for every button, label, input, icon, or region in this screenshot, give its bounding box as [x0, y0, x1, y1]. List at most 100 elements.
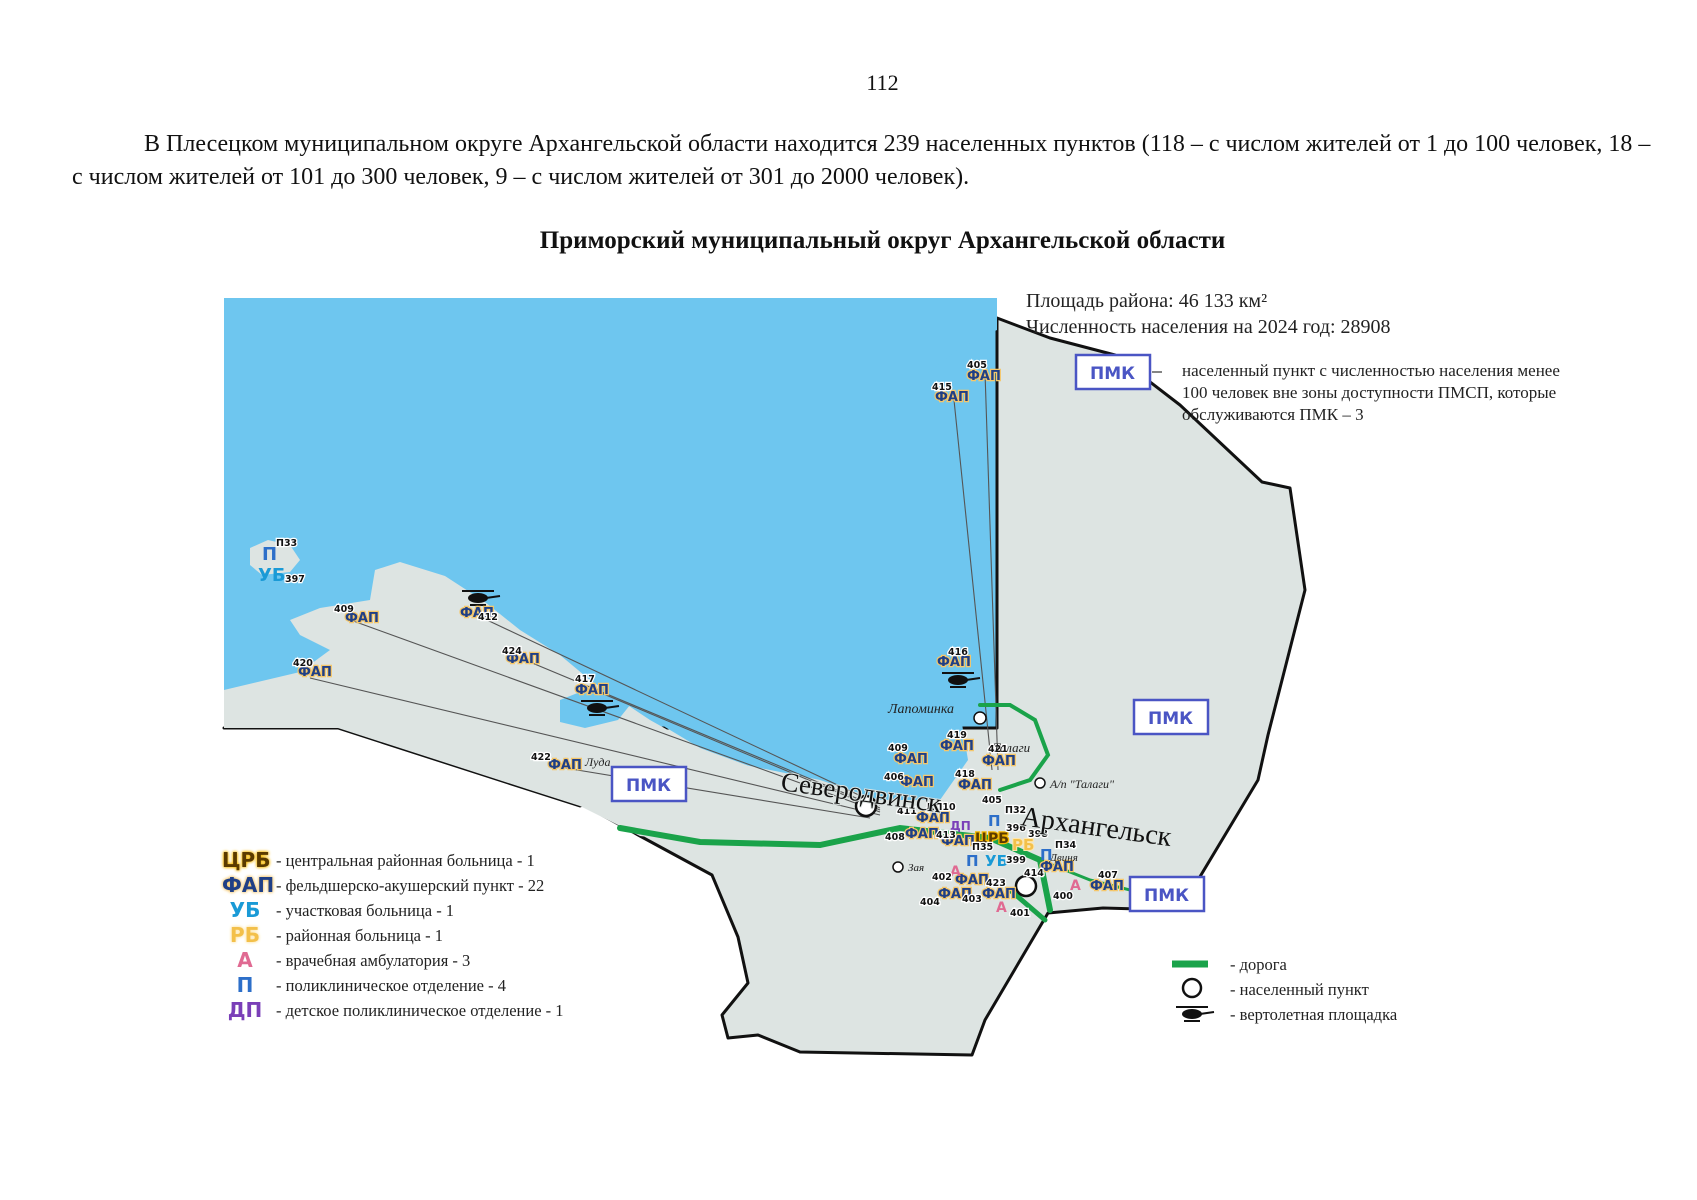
num-406: 406 — [884, 772, 904, 783]
num-409: 409 — [888, 743, 908, 754]
fap-403-label: ФАП — [982, 887, 1016, 902]
svg-text:ПМК: ПМК — [626, 776, 671, 796]
fap-418-label: ФАП — [958, 778, 992, 793]
map-legend-right: - дорога - населенный пункт - вертолетна… — [1170, 952, 1397, 1027]
num-p33: П33 — [276, 538, 297, 549]
helicopter-icon — [942, 672, 981, 688]
num-397: 397 — [285, 574, 305, 585]
svg-text:ПМК: ПМК — [1144, 886, 1189, 906]
legend-symbol: ЦРБ — [222, 848, 271, 872]
num-421: 421 — [988, 744, 1008, 755]
num-p35: П35 — [972, 842, 993, 853]
helicopter-icon — [581, 700, 620, 716]
num-p34: П34 — [1055, 840, 1077, 851]
pmk-legend-text: населенный пункт с численностью населени… — [1182, 361, 1560, 424]
settlement-arkhangelsk-icon — [1014, 874, 1038, 898]
population-info: Численность населения на 2024 год: 28908 — [1026, 316, 1391, 338]
num-409w: 409 — [334, 604, 354, 615]
fap-420-label: ФАП — [298, 665, 332, 680]
num-424: 424 — [502, 646, 522, 657]
num-417: 417 — [575, 674, 595, 685]
num-p32: П32 — [1005, 805, 1026, 816]
legend-settlement-text: - населенный пункт — [1230, 980, 1369, 999]
num-399: 399 — [1006, 855, 1026, 866]
facility-legend: ЦРБ - центральная районная больница - 1 ФА… — [222, 848, 564, 1023]
legend-road-row: - дорога — [1170, 952, 1397, 977]
settlement-zaya-icon — [892, 861, 904, 873]
settlement-severodvinsk-icon — [854, 794, 878, 818]
legend-symbol: РБ — [230, 923, 260, 947]
p-33-label: П — [262, 544, 277, 565]
helicopter-icon — [462, 590, 501, 606]
fap-413-label: ФАП — [941, 834, 975, 849]
rb-label: РБ — [1012, 836, 1034, 854]
fap-400-label: ФАП — [1040, 860, 1074, 875]
pmk-box-legend: ПМК — [1074, 353, 1162, 391]
page-number: 112 — [866, 70, 899, 95]
num-403: 403 — [962, 894, 982, 905]
fap-412-label: ФАП — [460, 606, 494, 621]
num-dp10: ДП10 — [926, 802, 956, 813]
num-414: 414 — [1024, 868, 1044, 879]
fap-422-label: ФАП — [548, 758, 582, 773]
legend-row: А- врачебная амбулатория - 3 — [222, 948, 564, 973]
legend-symbol: А — [237, 948, 253, 972]
legend-helipad-text: - вертолетная площадка — [1230, 1005, 1398, 1024]
legend-text: - участковая больница - 1 — [276, 901, 455, 920]
num-404: 404 — [920, 897, 940, 908]
legend-text: - детское поликлиническое отделение - 1 — [276, 1001, 564, 1020]
fap-424-label: ФАП — [506, 652, 540, 667]
label-luda: Луда — [584, 755, 611, 769]
num-411: 411 — [897, 806, 917, 817]
fap-409-label: ФАП — [894, 752, 928, 767]
num-416: 416 — [948, 647, 968, 658]
fap-416-label: ФАП — [937, 655, 971, 670]
num-420: 420 — [293, 658, 313, 669]
legend-text: - центральная районная больница - 1 — [276, 851, 535, 870]
num-400: 400 — [1053, 891, 1073, 902]
num-418: 418 — [955, 769, 975, 780]
legend-row: РБ - районная больница - 1 — [222, 923, 564, 948]
legend-text: - районная больница - 1 — [276, 926, 443, 945]
island — [250, 540, 300, 575]
num-401: 401 — [1010, 908, 1030, 919]
legend-helipad-row: - вертолетная площадка — [1170, 1002, 1397, 1027]
p-34-label: П — [1040, 846, 1053, 864]
label-dvinya: Двиня — [1049, 852, 1078, 864]
label-lapominka: Лапоминка — [887, 702, 954, 717]
helicopter-icon — [1176, 1006, 1215, 1022]
legend-symbol: ДП — [227, 998, 263, 1022]
legend-road-text: - дорога — [1230, 955, 1287, 974]
num-412: 412 — [478, 612, 498, 623]
legend-text: - поликлиническое отделение - 4 — [276, 976, 507, 995]
num-405b: 405 — [982, 795, 1002, 806]
fap-405-label: ФАП — [967, 369, 1001, 384]
label-zaya: Зая — [908, 862, 924, 874]
map-title: Приморский муниципальный округ Архангель… — [539, 227, 1226, 254]
num-423: 423 — [986, 878, 1006, 889]
settlement-circle-icon — [1181, 977, 1203, 999]
legend-row: П - поликлиническое отделение - 4 — [222, 973, 564, 998]
pmk-box-west: ПМК — [610, 765, 688, 803]
fap-411-label: ФАП — [916, 811, 950, 826]
fap-404-label: ФАП — [938, 887, 972, 902]
num-402: 402 — [932, 872, 952, 883]
fap-409w-label: ФАП — [345, 611, 379, 626]
a-401-label: А — [996, 900, 1007, 916]
fap-421-label: ФАП — [982, 754, 1016, 769]
legend-text: - фельдшерско-акушерский пункт - 22 — [276, 876, 545, 895]
onega-peninsula — [224, 562, 880, 845]
ub-399-label: УБ — [985, 852, 1008, 870]
legend-symbol: УБ — [229, 898, 261, 922]
crb-label: ЦРБ — [975, 831, 1009, 847]
fap-419-label: ФАП — [940, 739, 974, 754]
fap-407-label: ФАП — [1090, 879, 1124, 894]
legend-row: ФАП- фельдшерско-акушерский пункт - 22 — [222, 873, 564, 898]
fap-415-label: ФАП — [935, 390, 969, 405]
legend-row: УБ - участковая больница - 1 — [222, 898, 564, 923]
num-396: 396 — [1006, 823, 1026, 834]
legend-symbol: П — [236, 973, 254, 997]
label-talagi: Талаги — [993, 740, 1031, 755]
num-408: 408 — [885, 832, 905, 843]
